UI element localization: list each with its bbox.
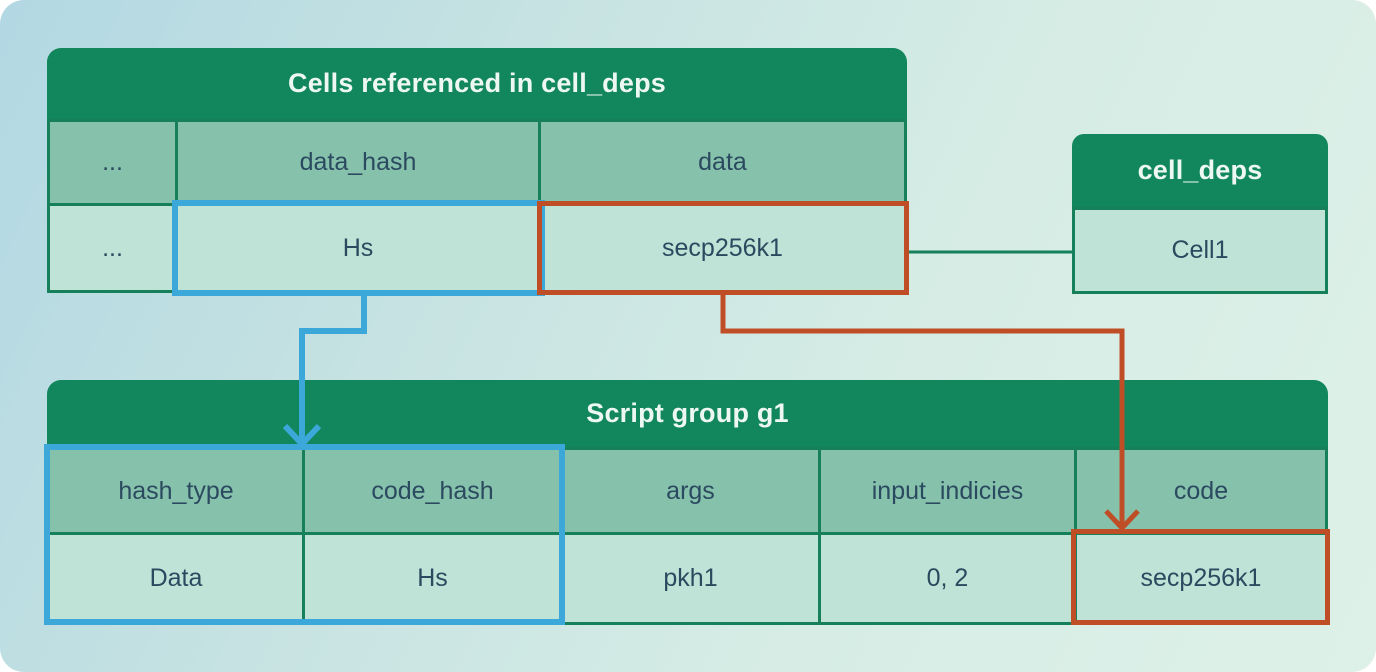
script-table-col-input-indicies: input_indicies: [821, 450, 1074, 532]
script-table-col-args: args: [563, 450, 818, 532]
script-table-cell-hs: Hs: [305, 535, 560, 622]
script-group-table-title: Script group g1: [47, 380, 1328, 447]
cells-table-col-data-hash: data_hash: [178, 122, 538, 203]
cells-table-cell-hs: Hs: [178, 206, 538, 290]
script-group-table: Script group g1 hash_type code_hash args…: [47, 380, 1328, 625]
cells-table-cell-ellipsis: ...: [50, 206, 175, 290]
cells-table-col-ellipsis: ...: [50, 122, 175, 203]
script-table-col-code-hash: code_hash: [305, 450, 560, 532]
cells-table-cell-secp256k1: secp256k1: [541, 206, 904, 290]
cell-deps-cell-cell1: Cell1: [1075, 210, 1325, 291]
script-table-cell-input-indicies: 0, 2: [821, 535, 1074, 622]
script-table-col-hash-type: hash_type: [50, 450, 302, 532]
script-table-cell-pkh1: pkh1: [563, 535, 818, 622]
cells-table-col-data: data: [541, 122, 904, 203]
cells-referenced-table-title: Cells referenced in cell_deps: [47, 48, 907, 119]
cell-deps-table: cell_deps Cell1: [1072, 134, 1328, 294]
script-table-cell-data: Data: [50, 535, 302, 622]
cells-referenced-table: Cells referenced in cell_deps ... data_h…: [47, 48, 907, 293]
cell-deps-table-title: cell_deps: [1072, 134, 1328, 207]
script-table-cell-secp256k1: secp256k1: [1077, 535, 1325, 622]
script-table-col-code: code: [1077, 450, 1325, 532]
